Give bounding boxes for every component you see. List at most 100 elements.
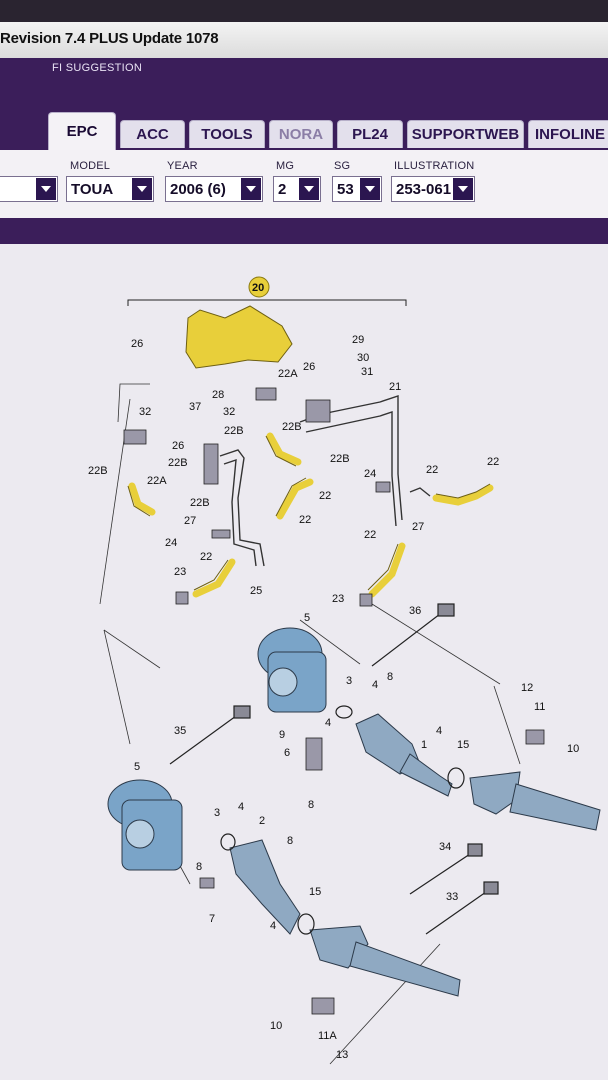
callout-label[interactable]: 3 — [214, 807, 220, 819]
callout-label[interactable]: 22A — [147, 475, 167, 487]
callout-label[interactable]: 11 — [534, 701, 545, 713]
callout-label[interactable]: 31 — [361, 366, 373, 378]
heat-shield-part[interactable] — [185, 305, 293, 369]
callout-label[interactable]: 24 — [165, 537, 177, 549]
first-select[interactable] — [0, 176, 58, 202]
callout-label[interactable]: 30 — [357, 352, 369, 364]
callout-label[interactable]: 2 — [259, 815, 265, 827]
callout-label[interactable]: 23 — [332, 593, 344, 605]
callout-label[interactable]: 36 — [409, 605, 421, 617]
callout-label[interactable]: 23 — [174, 566, 186, 578]
lambda-sensors[interactable] — [169, 603, 499, 935]
brackets — [123, 387, 545, 1015]
yellow-hoses — [128, 432, 494, 598]
callout-label[interactable]: 35 — [174, 725, 186, 737]
callout-label[interactable]: 26 — [172, 440, 184, 452]
chevron-down-icon[interactable] — [360, 178, 380, 200]
chevron-down-icon[interactable] — [241, 178, 261, 200]
callout-label[interactable]: 26 — [303, 361, 315, 373]
tab-epc[interactable]: EPC — [48, 112, 116, 150]
parts-illustration[interactable]: 20 — [0, 244, 608, 1080]
callout-label[interactable]: 3 — [346, 675, 352, 687]
callout-label[interactable]: 10 — [270, 1020, 282, 1032]
callout-label[interactable]: 8 — [387, 671, 393, 683]
callout-label[interactable]: 11A — [318, 1030, 337, 1042]
callout-label[interactable]: 4 — [436, 725, 442, 737]
sg-select[interactable]: 53 — [332, 176, 382, 202]
callout-label[interactable]: 5 — [304, 612, 310, 624]
callout-label[interactable]: 7 — [209, 913, 215, 925]
window-title: Revision 7.4 PLUS Update 1078 — [0, 30, 219, 47]
tab-infoline[interactable]: INFOLINE — [528, 120, 608, 148]
callout-label[interactable]: 8 — [196, 861, 202, 873]
callout-label[interactable]: 34 — [439, 841, 451, 853]
model-select-value: TOUA — [71, 180, 114, 198]
header-subtitle: FI SUGGESTION — [52, 62, 143, 74]
callout-label[interactable]: 22 — [426, 464, 438, 476]
callout-label[interactable]: 25 — [250, 585, 262, 597]
exhaust-lower[interactable] — [229, 839, 461, 997]
exhaust-upper[interactable] — [355, 713, 601, 831]
group-bracket — [127, 299, 407, 306]
callout-label[interactable]: 22A — [278, 368, 298, 380]
illustration-select-value: 253-061 — [396, 180, 452, 198]
callout-label[interactable]: 4 — [372, 679, 378, 691]
callout-label[interactable]: 9 — [279, 729, 285, 741]
callout-label[interactable]: 13 — [336, 1049, 348, 1061]
tab-acc[interactable]: ACC — [120, 120, 185, 148]
callout-label[interactable]: 21 — [389, 381, 401, 393]
callout-label[interactable]: 4 — [325, 717, 331, 729]
callout-label[interactable]: 27 — [184, 515, 196, 527]
callout-label[interactable]: 4 — [270, 920, 276, 932]
callout-label[interactable]: 22B — [168, 457, 188, 469]
callout-label[interactable]: 37 — [189, 401, 201, 413]
callout-label[interactable]: 26 — [131, 338, 143, 350]
callout-label[interactable]: 10 — [567, 743, 579, 755]
filter-bar: MODEL TOUA YEAR 2006 (6) MG 2 SG 53 ILLU… — [0, 150, 608, 219]
callout-label[interactable]: 8 — [308, 799, 314, 811]
callout-label[interactable]: 22B — [190, 497, 210, 509]
callout-label[interactable]: 33 — [446, 891, 458, 903]
chevron-down-icon[interactable] — [36, 178, 56, 200]
turbocharger-upper[interactable] — [257, 627, 327, 713]
callout-label[interactable]: 15 — [457, 739, 469, 751]
callout-label[interactable]: 22 — [200, 551, 212, 563]
callout-label[interactable]: 32 — [139, 406, 151, 418]
illustration-select[interactable]: 253-061 — [391, 176, 475, 202]
tab-nora[interactable]: NORA — [269, 120, 333, 148]
callout-label[interactable]: 22 — [364, 529, 376, 541]
callout-label[interactable]: 27 — [412, 521, 424, 533]
tab-pl24[interactable]: PL24 — [337, 120, 403, 148]
callout-label[interactable]: 4 — [238, 801, 244, 813]
tab-tools[interactable]: TOOLS — [189, 120, 265, 148]
chevron-down-icon[interactable] — [299, 178, 319, 200]
callout-label[interactable]: 22B — [282, 421, 302, 433]
tab-supportweb[interactable]: SUPPORTWEB — [407, 120, 524, 148]
callout-label[interactable]: 24 — [364, 468, 376, 480]
callout-label[interactable]: 1 — [421, 739, 427, 751]
sg-select-value: 53 — [337, 180, 354, 198]
callout-label[interactable]: 22 — [487, 456, 499, 468]
callout-label[interactable]: 22 — [319, 490, 331, 502]
callout-label[interactable]: 28 — [212, 389, 224, 401]
callout-label[interactable]: 29 — [352, 334, 364, 346]
turbocharger-lower[interactable] — [107, 779, 183, 871]
callout-label[interactable]: 15 — [309, 886, 321, 898]
mg-label: MG — [276, 160, 295, 172]
callout-label[interactable]: 22B — [224, 425, 244, 437]
chevron-down-icon[interactable] — [132, 178, 152, 200]
chevron-down-icon[interactable] — [453, 178, 473, 200]
year-select[interactable]: 2006 (6) — [165, 176, 263, 202]
callout-label[interactable]: 22 — [299, 514, 311, 526]
callout-label[interactable]: 6 — [284, 747, 290, 759]
callout-label[interactable]: 8 — [287, 835, 293, 847]
callout-label[interactable]: 22B — [330, 453, 350, 465]
mg-select[interactable]: 2 — [273, 176, 321, 202]
callout-label[interactable]: 12 — [521, 682, 533, 694]
group-badge[interactable] — [248, 276, 270, 298]
callout-label[interactable]: 22B — [88, 465, 108, 477]
model-select[interactable]: TOUA — [66, 176, 154, 202]
callout-label[interactable]: 5 — [134, 761, 140, 773]
callout-label[interactable]: 32 — [223, 406, 235, 418]
